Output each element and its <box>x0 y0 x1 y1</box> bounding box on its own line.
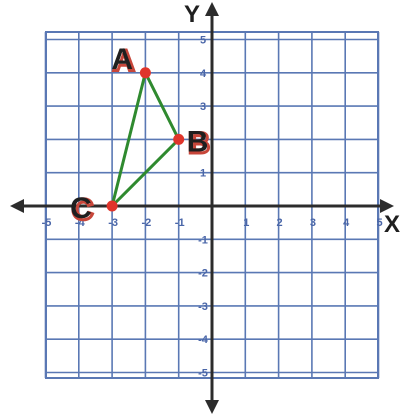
point-label-a: A <box>111 43 133 76</box>
y-tick-label: -5 <box>198 368 208 380</box>
point-label-b: B <box>187 125 209 158</box>
y-tick-label: 3 <box>200 101 206 113</box>
x-tick-label: 1 <box>243 217 249 229</box>
point-c <box>106 200 118 212</box>
triangle-edge-bc <box>111 138 180 208</box>
axes <box>10 2 394 414</box>
y-tick-label: 4 <box>200 68 207 80</box>
point-a <box>139 67 151 79</box>
tick-labels: -5 -4 -3 -2 -1 1 2 3 4 5 5 4 3 2 1 -1 -2 -3 -4 -5 <box>42 35 383 380</box>
x-tick-label: 4 <box>343 217 350 229</box>
triangle-abc <box>110 72 181 208</box>
x-axis-arrow-left-icon <box>10 199 24 213</box>
x-tick-label: -3 <box>108 217 118 229</box>
triangle-edge-ab <box>144 72 181 141</box>
point-b <box>173 133 185 145</box>
y-axis-label: Y <box>184 1 200 28</box>
x-tick-label: -5 <box>42 217 52 229</box>
point-label-c: C <box>70 192 92 225</box>
y-axis-arrow-down-icon <box>205 400 219 414</box>
x-axis-label: X <box>384 211 400 238</box>
y-tick-label: -3 <box>198 301 208 313</box>
triangle-edge-ca <box>110 72 147 207</box>
y-tick-label: 2 <box>200 134 206 146</box>
y-tick-label: -2 <box>198 268 208 280</box>
x-tick-label: 5 <box>376 217 382 229</box>
y-tick-label: 1 <box>200 168 206 180</box>
point-label-shadow: A <box>113 44 135 77</box>
x-tick-label: -2 <box>142 217 152 229</box>
y-tick-label: 5 <box>200 35 206 47</box>
x-axis-arrow-right-icon <box>380 199 394 213</box>
y-axis-arrow-up-icon <box>205 2 219 16</box>
x-tick-label: 3 <box>310 217 316 229</box>
point-label-shadow: C <box>72 194 94 227</box>
x-tick-label: -4 <box>75 217 86 229</box>
point-label-shadow: B <box>188 127 210 160</box>
y-tick-label: -1 <box>198 234 208 246</box>
y-tick-label: -4 <box>198 334 209 346</box>
x-tick-label: 2 <box>277 217 283 229</box>
x-tick-label: -1 <box>175 217 185 229</box>
